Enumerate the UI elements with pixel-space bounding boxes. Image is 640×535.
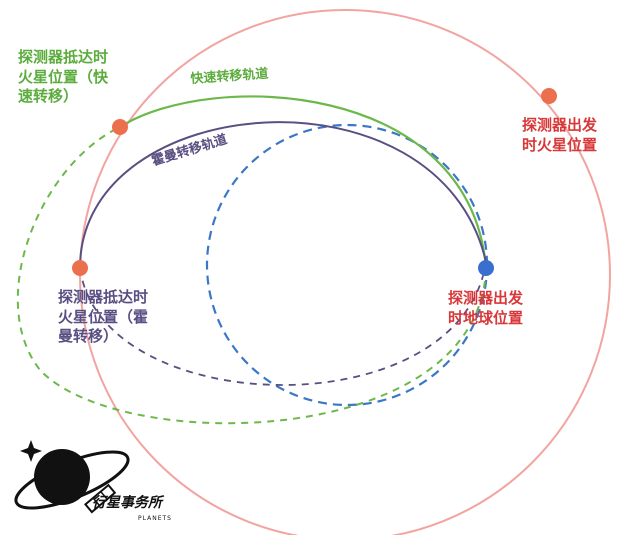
fast-transfer-orbit-solid (119, 95, 488, 269)
mars-arrival-hohmann-marker (72, 260, 88, 276)
mars-departure-marker (541, 88, 557, 104)
logo-planet-icon (34, 449, 90, 505)
mars-arrival-fast-label: 探测器抵达时 火星位置（快 速转移） (18, 48, 109, 105)
logo-satellite-icon (84, 483, 117, 514)
logo-text: 行星事务所 (92, 495, 162, 511)
mars-arrival-hohmann-label: 探测器抵达时 火星位置（霍 曼转移） (58, 288, 149, 345)
mars-departure-label: 探测器出发 时火星位置 (522, 116, 598, 154)
logo-ring-icon (14, 450, 130, 510)
earth-departure-label: 探测器出发 时地球位置 (448, 289, 524, 327)
earth-departure-marker (478, 260, 494, 276)
hohmann-transfer-orbit-dashed (79, 261, 487, 386)
hohmann-transfer-orbit-solid (79, 121, 487, 269)
logo-mark (14, 440, 130, 514)
mars-orbit (79, 9, 611, 535)
earth-orbit (205, 123, 489, 407)
mars-arrival-fast-marker (112, 119, 128, 135)
logo-subtext: PLANETS (138, 515, 172, 522)
logo-star-icon (20, 440, 42, 462)
fast-transfer-orbit-dashed (16, 126, 487, 425)
